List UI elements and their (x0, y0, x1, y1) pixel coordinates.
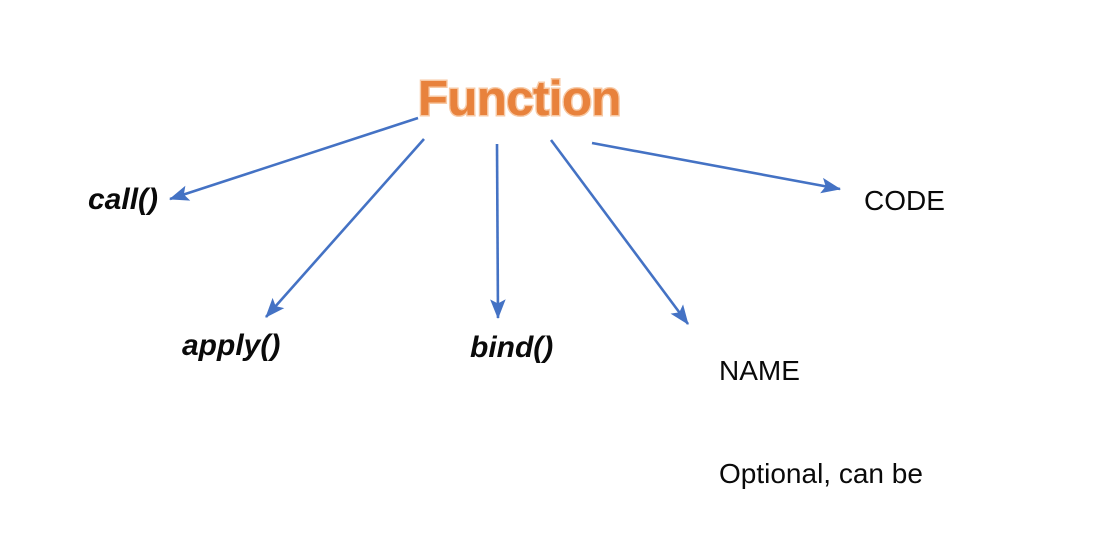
node-label-bind: bind() (470, 331, 554, 364)
node-label-name-line-1: NAME (719, 355, 800, 387)
node-label-name: NAME Optional, can be anonymous (719, 286, 923, 538)
node-label-call: call() (88, 183, 159, 216)
node-label-apply: apply() (182, 329, 281, 362)
node-label-code: CODE (864, 185, 945, 216)
node-label-name-line-2: Optional, can be (719, 457, 923, 489)
arrow-to-call (169, 116, 419, 201)
arrow-to-code (591, 141, 842, 194)
arrow-to-bind (490, 143, 506, 320)
arrow-to-apply (265, 138, 425, 318)
diagram-title-function: Function (417, 71, 623, 128)
arrow-to-name (549, 139, 690, 325)
